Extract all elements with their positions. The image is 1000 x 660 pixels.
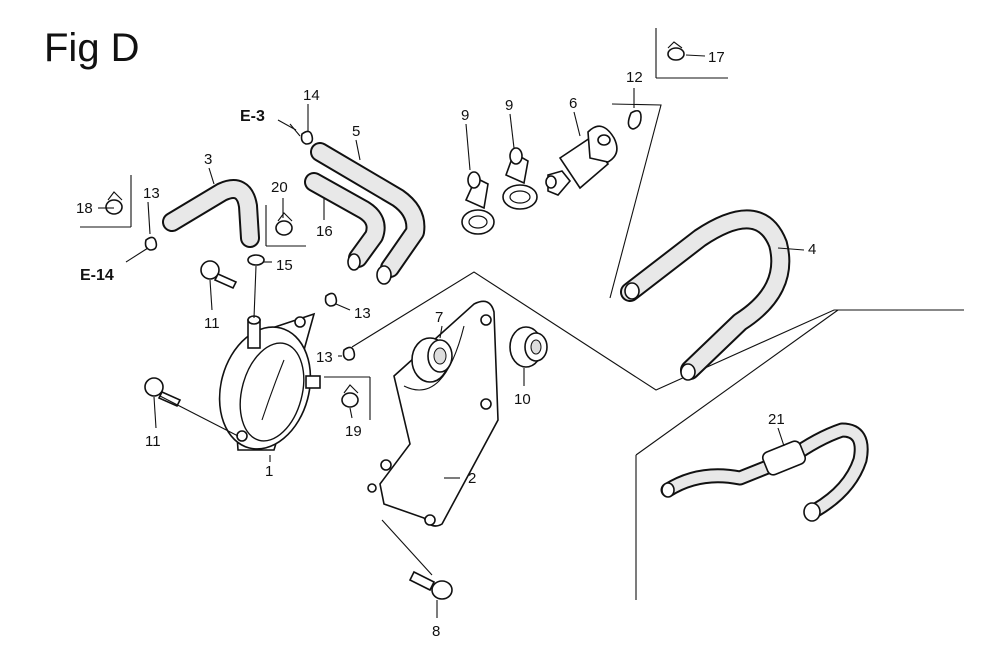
part-16-hose bbox=[304, 172, 386, 271]
callout-11a: 11 bbox=[204, 315, 220, 332]
callout-14: 14 bbox=[303, 87, 320, 104]
part-9-clamp-left bbox=[461, 171, 495, 235]
callout-19: 19 bbox=[345, 423, 362, 440]
callout-leaders bbox=[98, 88, 805, 479]
callout-13a: 13 bbox=[143, 185, 160, 202]
part-9-clamp-right bbox=[502, 147, 538, 210]
callout-2: 2 bbox=[468, 470, 476, 487]
part-19-clip bbox=[341, 384, 359, 408]
leader-zigzag-main bbox=[351, 271, 964, 391]
part-10-grommet bbox=[509, 326, 548, 368]
callout-10: 10 bbox=[514, 391, 531, 408]
leader-zigzag-4 bbox=[609, 103, 662, 299]
callout-12: 12 bbox=[626, 69, 643, 86]
callout-16: 16 bbox=[316, 223, 333, 240]
figure-title: Fig D bbox=[44, 26, 140, 70]
callout-13c: 13 bbox=[316, 349, 333, 366]
callout-1: 1 bbox=[265, 463, 273, 480]
part-6-fuel-filter bbox=[545, 125, 618, 196]
part-1-fuel-pump bbox=[218, 312, 321, 451]
callout-4: 4 bbox=[808, 241, 816, 258]
part-5-fuel-hose bbox=[310, 142, 426, 285]
inset-frame-18 bbox=[80, 175, 132, 228]
callout-3: 3 bbox=[204, 151, 212, 168]
ref-e14: E-14 bbox=[80, 267, 114, 284]
callout-11b: 11 bbox=[145, 433, 161, 450]
part-2-bracket bbox=[367, 300, 499, 527]
part-12-clip bbox=[627, 109, 642, 130]
part-15-fitting bbox=[247, 254, 265, 266]
callout-9a: 9 bbox=[461, 107, 469, 124]
part-13-clip-b bbox=[324, 292, 338, 307]
part-8-bolt bbox=[408, 570, 453, 600]
callout-17: 17 bbox=[708, 49, 725, 66]
part-14-clip bbox=[300, 130, 314, 145]
part-21-hose-assembly bbox=[660, 422, 869, 522]
part-4-hose bbox=[620, 209, 791, 381]
part-18-clip bbox=[105, 191, 123, 215]
part-11-bolt-lower bbox=[144, 377, 182, 408]
callout-9b: 9 bbox=[505, 97, 513, 114]
callout-5: 5 bbox=[352, 123, 360, 140]
part-20-clip bbox=[275, 212, 293, 236]
ref-e3: E-3 bbox=[240, 108, 265, 125]
callout-8: 8 bbox=[432, 623, 440, 640]
callout-20: 20 bbox=[271, 179, 288, 196]
callout-18: 18 bbox=[76, 200, 93, 217]
part-7-grommet bbox=[411, 337, 453, 383]
callout-15: 15 bbox=[276, 257, 293, 274]
inset-frame-17 bbox=[655, 28, 728, 79]
callout-21: 21 bbox=[768, 411, 785, 428]
part-17-clip bbox=[667, 41, 685, 61]
part-3-hose bbox=[162, 179, 260, 248]
leader-inset-21b bbox=[635, 309, 839, 456]
part-13-clip-c bbox=[342, 346, 356, 361]
callout-7: 7 bbox=[435, 309, 443, 326]
callout-6: 6 bbox=[569, 95, 577, 112]
part-11-bolt-upper bbox=[200, 260, 238, 290]
inset-frame-20 bbox=[265, 205, 306, 247]
callout-13b: 13 bbox=[354, 305, 371, 322]
inset-frame-19 bbox=[324, 376, 371, 420]
part-13-clip-a bbox=[144, 236, 158, 251]
